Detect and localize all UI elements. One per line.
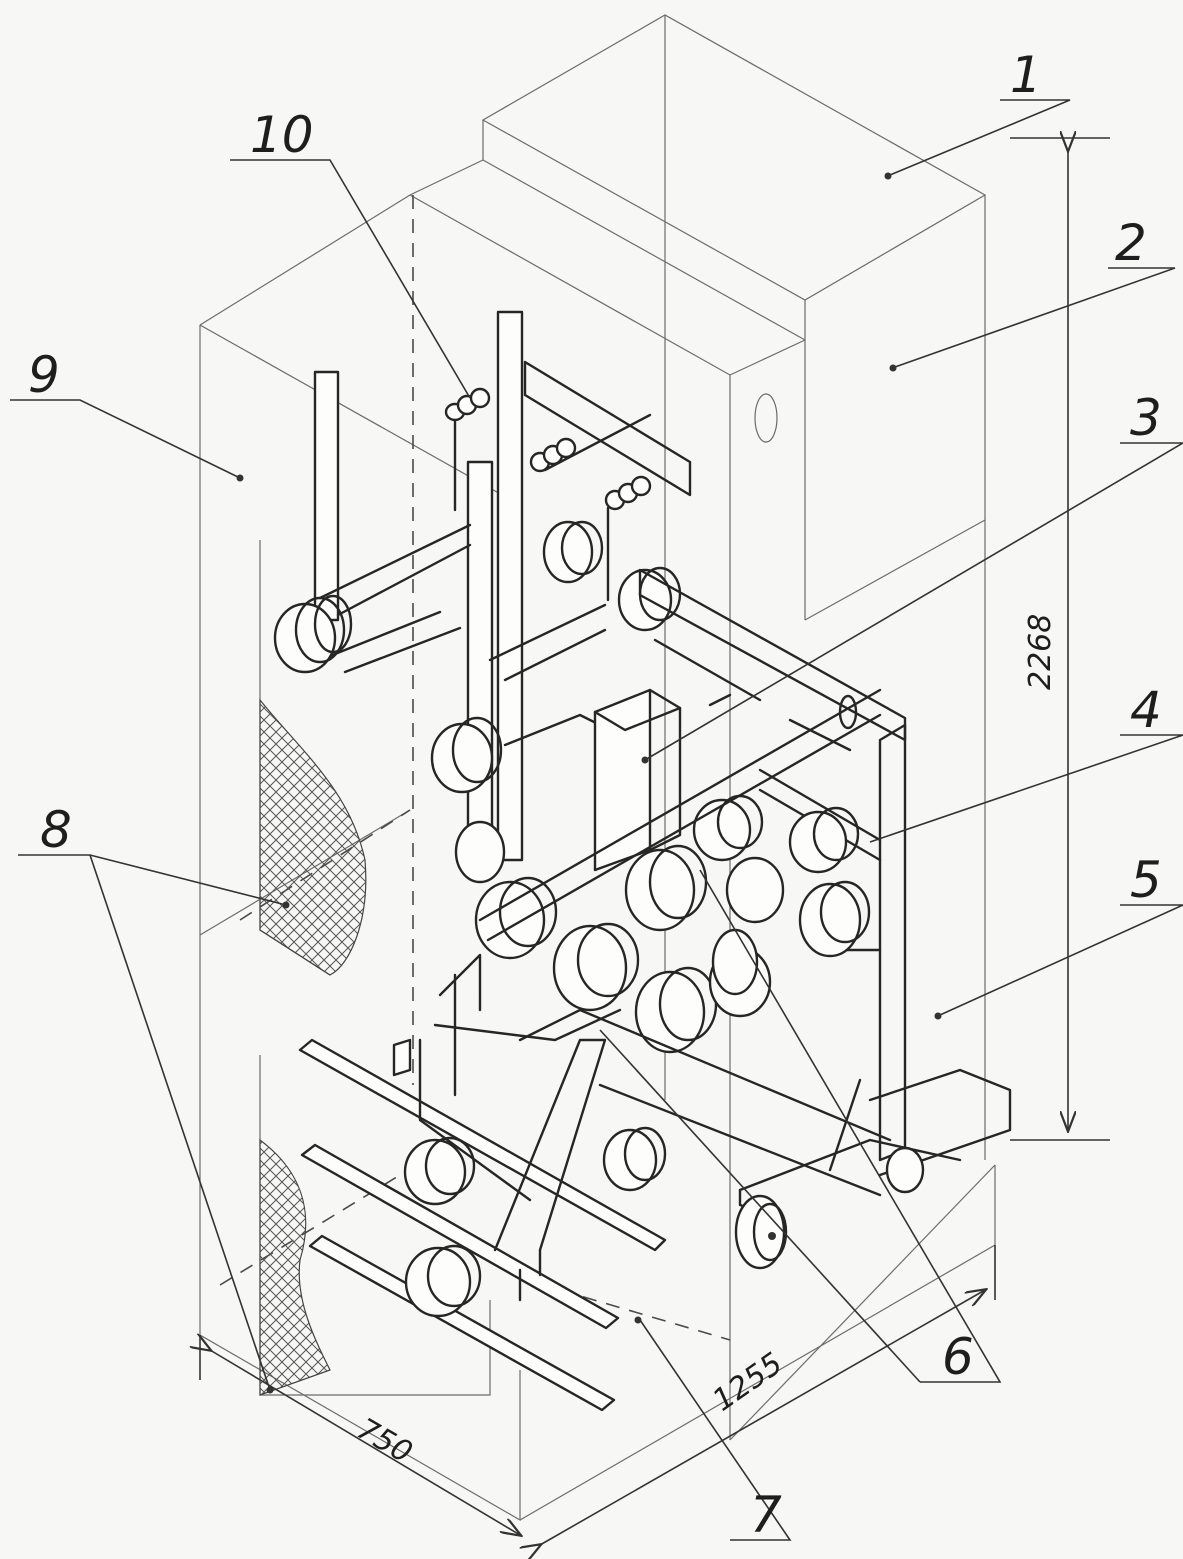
callout-10: 10 <box>250 106 314 164</box>
small-insulator-group <box>444 387 652 602</box>
dimension-width: 750 <box>351 1412 418 1471</box>
wheel-rear <box>885 1146 925 1194</box>
hatched-cutout-lower <box>259 1138 331 1396</box>
hatched-cutout-upper <box>259 698 367 976</box>
callout-6: 6 <box>942 1328 974 1386</box>
callout-2: 2 <box>1115 214 1147 272</box>
callout-leaders <box>10 99 1183 1541</box>
dimension-lines <box>200 138 1110 1545</box>
bushing-group-upper <box>273 520 682 884</box>
callout-3: 3 <box>1130 389 1162 447</box>
lower-busbars <box>298 1038 667 1412</box>
callout-9: 9 <box>28 346 60 404</box>
callout-5: 5 <box>1130 851 1162 909</box>
dimension-depth: 1255 <box>707 1346 790 1418</box>
callout-8: 8 <box>40 801 72 859</box>
callout-4: 4 <box>1130 681 1162 739</box>
callout-1: 1 <box>1010 46 1042 104</box>
breaker-pole <box>711 928 759 996</box>
dimension-height: 2268 <box>1023 614 1058 690</box>
internal-equipment <box>273 310 1012 1412</box>
bushing-group-lower <box>403 1126 667 1318</box>
callout-7: 7 <box>750 1486 782 1544</box>
